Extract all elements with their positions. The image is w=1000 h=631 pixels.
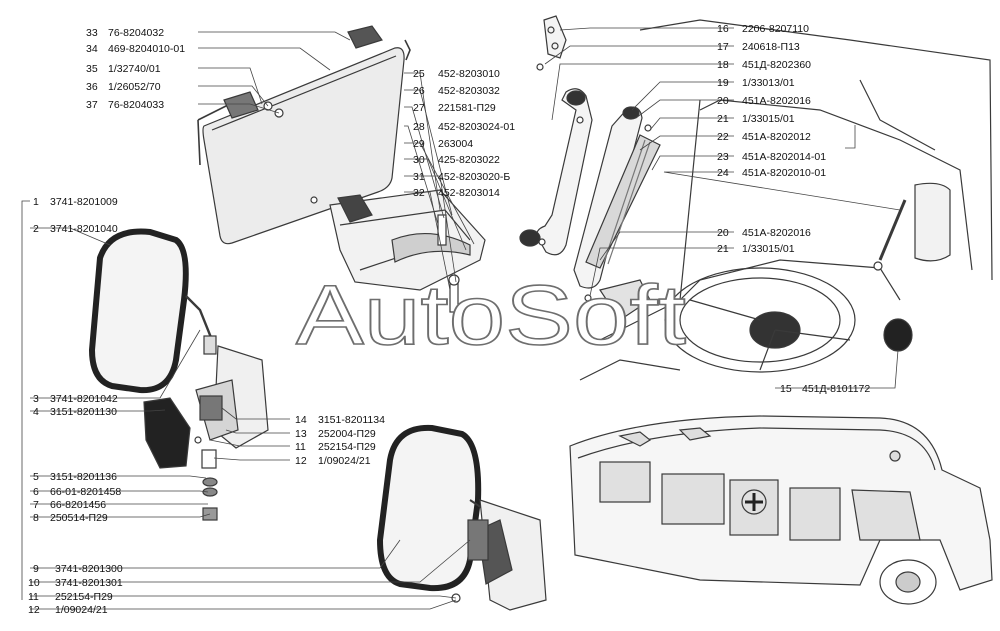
label-num: 2 [33, 223, 39, 235]
label-code: 66-01-8201458 [50, 486, 121, 498]
label-code: 451А-8202010-01 [742, 167, 826, 179]
label-code: 66-8201456 [50, 499, 106, 511]
label-num: 15 [780, 383, 792, 395]
label-num: 28 [413, 121, 425, 133]
label-code: 451А-8202016 [742, 227, 811, 239]
label-code: 1/26052/70 [108, 81, 161, 93]
label-code: 3741-8201009 [50, 196, 118, 208]
label-num: 8 [33, 512, 39, 524]
label-code: 1/09024/21 [318, 455, 371, 467]
sun-visor-drawing [197, 25, 411, 245]
label-num: 19 [717, 77, 729, 89]
label-num: 21 [717, 113, 729, 125]
label-code: 2206-8207110 [742, 23, 809, 35]
label-num: 5 [33, 471, 39, 483]
label-num: 37 [86, 99, 98, 111]
drawings [88, 15, 993, 611]
label-num: 34 [86, 43, 98, 55]
label-code: 252154-П29 [318, 441, 376, 453]
label-code: 451А-8202014-01 [742, 151, 826, 163]
label-code: 452-8203032 [438, 85, 500, 97]
label-code: 452-8203014 [438, 187, 500, 199]
label-num: 11 [28, 591, 39, 603]
label-num: 26 [413, 85, 425, 97]
label-code: 221581-П29 [438, 102, 496, 114]
leader-lines [21, 27, 901, 610]
label-num: 3 [33, 393, 39, 405]
label-num: 7 [33, 499, 39, 511]
label-num: 9 [33, 563, 39, 575]
label-num: 1 [33, 196, 39, 208]
label-code: 425-8203022 [438, 154, 500, 166]
label-num: 30 [413, 154, 425, 166]
label-num: 12 [295, 455, 307, 467]
label-num: 31 [413, 171, 425, 183]
label-code: 3741-8201300 [55, 563, 123, 575]
label-code: 3151-8201134 [318, 414, 385, 426]
cab-interior-drawing [579, 19, 993, 381]
label-code: 452-8203010 [438, 68, 500, 80]
label-num: 11 [295, 441, 306, 453]
side-mirror-drawing-1 [88, 228, 269, 521]
label-num: 12 [28, 604, 40, 616]
label-code: 469-8204010-01 [108, 43, 185, 55]
label-code: 263004 [438, 138, 473, 150]
part-labels: 33 76-8204032 34 469-8204010-01 35 1/327… [28, 23, 870, 616]
label-code: 451А-8202016 [742, 95, 811, 107]
label-num: 35 [86, 63, 98, 75]
label-code: 451Д-8101172 [802, 383, 870, 395]
label-code: 252154-П29 [55, 591, 113, 603]
label-code: 1/33015/01 [742, 243, 795, 255]
label-code: 3151-8201136 [50, 471, 117, 483]
label-code: 76-8204032 [108, 27, 164, 39]
label-code: 1/33015/01 [742, 113, 795, 125]
label-code: 250514-П29 [50, 512, 108, 524]
label-code: 451Д-8202360 [742, 59, 811, 71]
label-code: 452-8203024-01 [438, 121, 515, 133]
label-code: 76-8204033 [108, 99, 164, 111]
label-code: 451А-8202012 [742, 131, 811, 143]
label-code: 452-8203020-Б [438, 171, 510, 183]
label-num: 4 [33, 406, 39, 418]
label-num: 13 [295, 428, 307, 440]
label-code: 3151-8201130 [50, 406, 117, 418]
label-code: 1/33013/01 [742, 77, 795, 89]
label-num: 20 [717, 95, 729, 107]
label-code: 3741-8201042 [50, 393, 118, 405]
label-num: 32 [413, 187, 425, 199]
label-code: 3741-8201040 [50, 223, 118, 235]
label-num: 14 [295, 414, 307, 426]
label-num: 16 [717, 23, 729, 35]
label-code: 240618-П13 [742, 41, 800, 53]
label-num: 6 [33, 486, 39, 498]
label-num: 20 [717, 227, 729, 239]
label-num: 17 [717, 41, 729, 53]
label-num: 18 [717, 59, 729, 71]
label-code: 1/09024/21 [55, 604, 108, 616]
label-code: 3741-8201301 [55, 577, 123, 589]
vehicle-drawing [569, 415, 993, 605]
watermark: AutoSoft [296, 268, 686, 362]
label-code: 252004-П29 [318, 428, 376, 440]
label-num: 25 [413, 68, 425, 80]
label-num: 22 [717, 131, 729, 143]
side-mirror-drawing-2 [376, 424, 547, 611]
label-code: 1/32740/01 [108, 63, 161, 75]
grab-handle-drawing [519, 15, 661, 302]
label-num: 24 [717, 167, 729, 179]
label-num: 23 [717, 151, 729, 163]
label-num: 10 [28, 577, 40, 589]
label-num: 29 [413, 138, 425, 150]
label-num: 36 [86, 81, 98, 93]
label-num: 33 [86, 27, 98, 39]
label-num: 21 [717, 243, 729, 255]
label-num: 27 [413, 102, 425, 114]
